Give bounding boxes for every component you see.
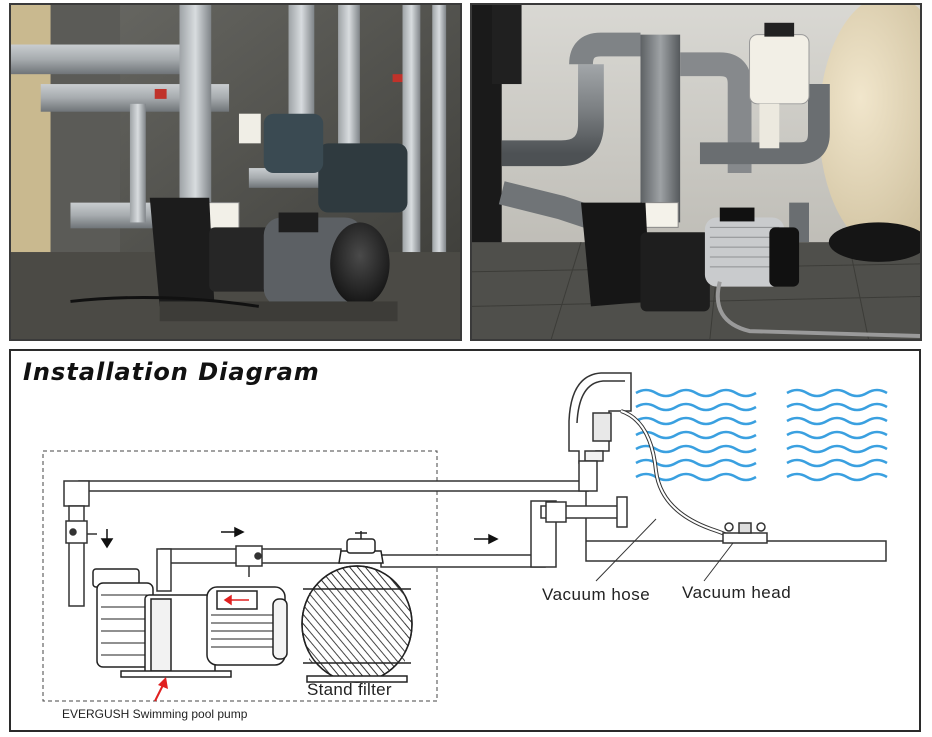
pump-pointer-arrow <box>154 677 168 702</box>
skimmer-icon <box>568 372 632 464</box>
vacuum-hose-label: Vacuum hose <box>542 585 651 604</box>
return-pipe <box>156 496 628 592</box>
filter-icon <box>301 531 413 683</box>
vacuum-head-icon <box>722 522 768 544</box>
installation-diagram: Installation Diagram <box>9 349 921 732</box>
pointer-vacuum-head <box>703 542 734 582</box>
pump-label: EVERGUSH Swimming pool pump <box>62 707 248 721</box>
stand-filter-label: Stand filter <box>307 680 392 699</box>
water-waves-icon <box>635 388 888 482</box>
vacuum-hose <box>620 409 733 539</box>
vacuum-head-label: Vacuum head <box>682 583 792 602</box>
diagram-drawing <box>42 372 888 702</box>
equipment-boundary <box>42 450 438 702</box>
pump-filter-photo <box>470 3 922 341</box>
flow-arrow-icon <box>100 526 499 549</box>
pump-icon <box>92 568 288 678</box>
pump-room-illustration <box>11 5 460 339</box>
suction-pipe <box>63 460 598 607</box>
pump-filter-illustration <box>472 5 920 339</box>
diagram-title: Installation Diagram <box>23 358 320 386</box>
pump-room-photo <box>9 3 462 341</box>
pointer-vacuum-hose <box>595 518 657 582</box>
